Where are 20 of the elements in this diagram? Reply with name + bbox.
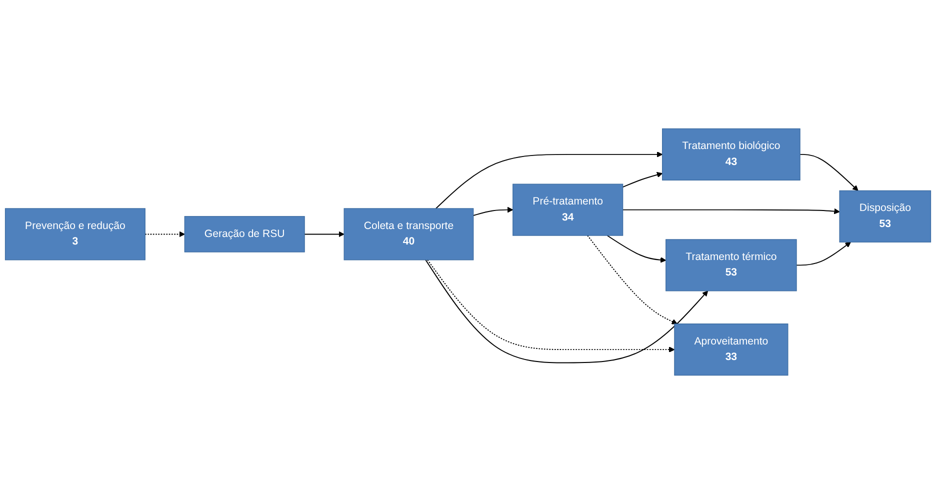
arrow bbox=[587, 235, 678, 324]
arrow bbox=[622, 208, 840, 214]
node-box: Tratamento biológico 43 bbox=[662, 128, 800, 180]
node-box: Prevenção e redução 3 bbox=[4, 208, 146, 260]
arrow bbox=[796, 242, 851, 266]
node-box: Aproveitamento 33 bbox=[674, 324, 788, 376]
node-box: Disposição 53 bbox=[839, 190, 932, 242]
arrow bbox=[144, 231, 185, 238]
arrow bbox=[800, 154, 858, 191]
node-box: Pré-tratamento 34 bbox=[512, 184, 624, 236]
node-box: Tratamento térmico 53 bbox=[666, 239, 797, 292]
arrow bbox=[606, 235, 666, 263]
arrow bbox=[472, 206, 514, 216]
arrow bbox=[622, 172, 663, 188]
node-box: Coleta e transporte 40 bbox=[344, 208, 474, 260]
arrow bbox=[425, 259, 708, 364]
arrow bbox=[304, 231, 344, 238]
arrow bbox=[427, 259, 675, 352]
node-box: Geração de RSU bbox=[184, 216, 305, 252]
arrow bbox=[435, 152, 663, 209]
